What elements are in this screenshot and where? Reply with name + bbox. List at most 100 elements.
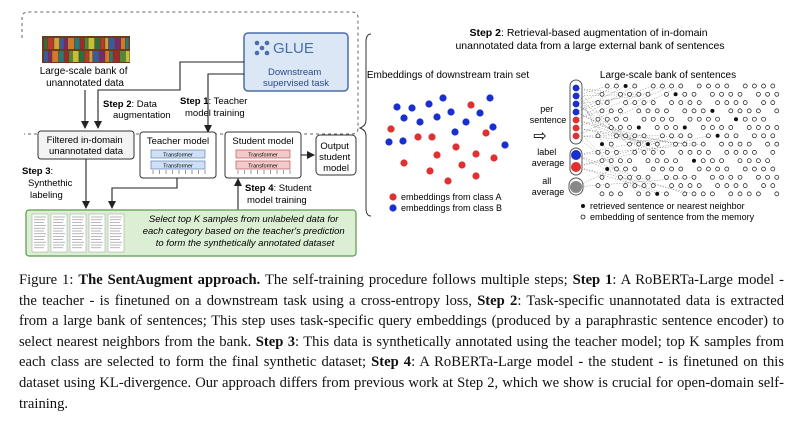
output-student-box [315, 134, 357, 176]
memory-sentence-point [599, 108, 605, 114]
class-b-point [476, 109, 484, 117]
retrieval-link [575, 160, 630, 188]
downstream-task-label: Downstream supervised task [263, 67, 329, 89]
memory-sentence-point [724, 183, 730, 188]
memory-sentence-point [752, 166, 757, 172]
teacher-transformer-1-label: Transformer [163, 153, 193, 159]
memory-sentence-point [728, 191, 734, 197]
legend-class-a-marker [389, 193, 397, 201]
memory-sentence-point [645, 108, 651, 114]
embeddings-train-set-title: Embeddings of downstream train set [367, 70, 530, 81]
memory-sentence-point [673, 141, 678, 147]
memory-sentence-point [678, 150, 684, 155]
retrieved-sentence-point [623, 84, 628, 88]
class-b-point [408, 104, 416, 112]
book-spine [89, 51, 93, 62]
memory-sentence-point [715, 100, 720, 105]
memory-sentence-point [664, 125, 669, 130]
memory-sentence-point [608, 125, 614, 130]
memory-sentence-point [765, 91, 770, 97]
memory-sentence-point [650, 83, 656, 89]
memory-sentence-point [737, 158, 743, 164]
caption-part-3: : Task-specific unannotated data is extr… [19, 292, 784, 350]
book-spine [44, 38, 47, 49]
memory-sentence-point [737, 91, 743, 97]
retrieval-link [575, 135, 672, 156]
memory-sentence-point [660, 150, 665, 155]
memory-sentence-point [715, 166, 720, 172]
memory-sentence-point [604, 100, 610, 105]
retrieval-link [575, 166, 695, 195]
memory-sentence-point [687, 183, 693, 188]
memory-sentence-point [733, 100, 739, 105]
class-a-point [444, 177, 452, 185]
memory-sentence-point [632, 83, 638, 89]
book-spine [120, 51, 125, 62]
memory-sentence-point [599, 91, 605, 97]
memory-sentence-point [678, 100, 684, 105]
caption-step3: Step 3 [255, 333, 296, 350]
retrieved-sentence-point [673, 92, 678, 97]
caption-step2: Step 2 [477, 292, 518, 309]
memory-sentence-point [641, 133, 647, 139]
label-avg-blue-point [571, 150, 581, 160]
label-avg-red-point [571, 162, 581, 172]
memory-sentence-point [770, 133, 776, 139]
memory-sentence-point [660, 166, 665, 172]
memory-sentence-point [687, 100, 693, 105]
book-spine [72, 51, 79, 62]
glue-logo-icon [254, 40, 270, 56]
book-spine [100, 38, 105, 49]
memory-sentence-point [706, 83, 711, 89]
memory-sentence-point [696, 166, 702, 172]
query-blue-point [572, 108, 580, 116]
memory-sentence-point [710, 174, 715, 180]
memory-sentence-point [706, 166, 711, 172]
book-spine [105, 51, 110, 62]
retrieval-link [575, 135, 649, 195]
memory-sentence-point [733, 133, 739, 139]
memory-sentence-point [691, 174, 697, 180]
memory-sentence-point [673, 125, 678, 130]
memory-sentence-point [614, 83, 619, 89]
caption-title: The SentAugment approach. [78, 272, 261, 288]
memory-sentence-point [632, 150, 638, 155]
retrieval-link [575, 85, 626, 113]
memory-sentence-point [700, 141, 706, 147]
memory-sentence-point [682, 108, 688, 114]
retrieval-link [575, 85, 617, 105]
memory-sentence-point [770, 100, 776, 105]
step4-label: Step 4: Student model training [245, 183, 314, 206]
retrieved-sentence-point [646, 142, 650, 147]
large-bank-label: Large-scale bank of unannotated data [40, 66, 131, 89]
memory-sentence-point [706, 116, 711, 122]
book-spine [95, 38, 100, 49]
memory-sentence-point [728, 125, 734, 130]
retrieval-link [575, 154, 658, 195]
memory-sentence-point [756, 108, 761, 114]
class-b-point [486, 94, 494, 102]
retrieved-sentence-point [682, 125, 687, 130]
memory-sentence-point [664, 174, 669, 180]
memory-sentence-point [682, 174, 688, 180]
memory-sentence-point [623, 116, 628, 122]
memory-sentence-point [623, 183, 628, 188]
class-a-point [400, 159, 408, 167]
retrieved-sentence-point [710, 108, 715, 113]
memory-sentence-point [641, 116, 647, 122]
memory-sentence-point [770, 183, 776, 188]
memory-sentence-point [618, 191, 623, 197]
query-blue-point [572, 100, 580, 108]
legend-class-b-marker [389, 204, 397, 212]
memory-sentence-point [614, 150, 619, 155]
caption-part-4: : This data is synthetically annotated u… [19, 333, 785, 371]
retrieval-link [575, 85, 608, 97]
book-spine [121, 38, 125, 49]
memory-sentence-point [608, 158, 614, 164]
caption-figure-label: Figure 1: [19, 272, 79, 288]
retrieval-link [575, 166, 667, 195]
book-spine [52, 51, 59, 62]
memory-sentence-point [710, 191, 715, 197]
select-topk-text: Select top K samples from unlabeled data… [143, 214, 348, 249]
caption-part-1: The self-training procedure follows mult… [260, 272, 573, 288]
